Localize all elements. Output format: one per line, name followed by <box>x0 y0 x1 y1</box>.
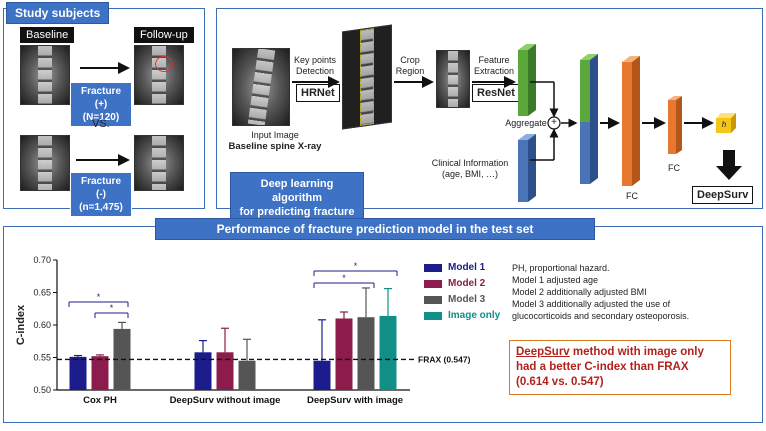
baseline-label: Baseline <box>20 27 75 43</box>
h-output-cube <box>716 113 736 133</box>
fc-block-1 <box>622 56 640 186</box>
fracture-neg-text: Fracture (-) <box>80 176 121 200</box>
y-tick-label: 0.60 <box>33 320 51 330</box>
significance-star: * <box>110 303 114 313</box>
baseline-xray-bottom <box>20 135 70 191</box>
legend-model-1: Model 1 <box>424 262 485 273</box>
followup-label: Follow-up <box>134 27 194 43</box>
aggregate-plus-icon <box>547 116 561 130</box>
vs-text: VS. <box>92 118 110 130</box>
plus-sign: + <box>551 117 557 128</box>
significance-star: * <box>342 273 346 283</box>
combined-feature-block <box>580 54 598 184</box>
y-axis-label: C-index <box>15 304 27 345</box>
fracture-pos-text: Fracture (+) <box>80 86 121 110</box>
bar <box>313 360 331 390</box>
fc-label-1: FC <box>626 191 638 201</box>
clinical-feature-block <box>518 134 536 202</box>
bar <box>379 315 397 390</box>
input-xray <box>232 48 290 126</box>
y-tick-label: 0.55 <box>33 353 51 363</box>
bar <box>69 356 87 390</box>
deepsurv-label: DeepSurv <box>692 186 754 204</box>
significance-star: * <box>354 261 358 271</box>
performance-title: Performance of fracture prediction model… <box>155 218 595 240</box>
cropped-xray <box>436 50 470 108</box>
h-label: h <box>721 120 727 129</box>
bar <box>216 352 234 390</box>
image-feature-block <box>518 44 536 116</box>
bar <box>238 360 256 390</box>
hrnet-label: HRNet <box>296 84 340 102</box>
aggregate-label: Aggregate <box>505 118 547 128</box>
bar <box>335 318 353 390</box>
fracture-neg-label: Fracture (-) (n=1,475) <box>70 172 132 217</box>
fracture-neg-count: (n=1,475) <box>79 202 123 213</box>
x-tick-label: DeepSurv with image <box>307 395 403 406</box>
frax-label: FRAX (0.547) <box>418 354 471 364</box>
conclusion-deepsurv: DeepSurv <box>516 346 570 358</box>
feature-label: Feature Extraction <box>473 55 515 76</box>
keypoints-label: Key points Detection <box>293 55 337 76</box>
baseline-xray-top <box>20 45 70 105</box>
crop-label: Crop Region <box>395 55 425 76</box>
bar <box>91 356 109 390</box>
legend-model-3: Model 3 <box>424 294 485 305</box>
y-tick-label: 0.70 <box>33 255 51 265</box>
y-tick-label: 0.65 <box>33 288 51 298</box>
fracture-circle <box>155 56 173 72</box>
legend-model-2: Model 2 <box>424 278 485 289</box>
bar <box>194 352 212 390</box>
fc-label-2: FC <box>668 163 680 173</box>
notes-block: PH, proportional hazard. Model 1 adjuste… <box>512 263 690 321</box>
clinical-label: Clinical Information (age, BMI, …) <box>431 158 509 179</box>
followup-xray-top <box>134 45 184 105</box>
followup-xray-bottom <box>134 135 184 191</box>
legend-image-only: Image only <box>424 310 500 321</box>
y-tick-label: 0.50 <box>33 385 51 395</box>
fracture-pos-label: Fracture (+) (N=120) <box>70 82 132 127</box>
fracture-pos-count: (N=120) <box>82 112 120 123</box>
bar <box>357 317 375 390</box>
study-subjects-title: Study subjects <box>6 2 110 24</box>
x-tick-label: Cox PH <box>83 395 117 406</box>
input-image-label: Input Image Baseline spine X-ray <box>228 130 322 152</box>
significance-star: * <box>97 292 101 302</box>
fc-block-2 <box>668 96 682 154</box>
down-arrow-icon <box>716 150 742 180</box>
x-tick-label: DeepSurv without image <box>170 395 281 406</box>
conclusion-box: DeepSurv method with image only had a be… <box>509 340 731 395</box>
resnet-label: ResNet <box>472 84 520 102</box>
